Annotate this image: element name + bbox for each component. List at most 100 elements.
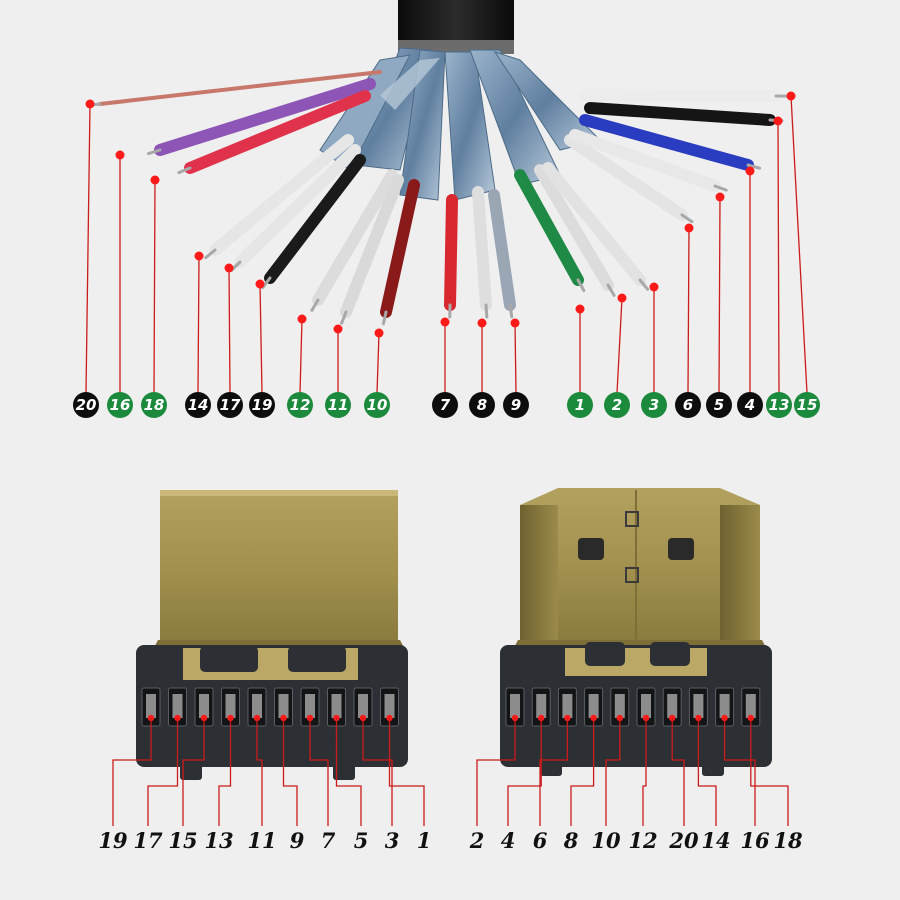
- leader-line-pin-14: [197, 255, 200, 394]
- pin-badge-label-3: 3: [649, 396, 659, 414]
- contact-pin-right-2: [510, 694, 520, 718]
- pin-badge-label-9: 9: [511, 396, 521, 414]
- conductor-tip-pin-8: [484, 303, 489, 319]
- wires-layer: [86, 70, 790, 326]
- conductor-tip-pin-4: [746, 163, 762, 170]
- conductor-tip-pin-10: [381, 310, 388, 326]
- contact-pin-left-17: [172, 694, 183, 718]
- contact-pin-left-7: [305, 694, 315, 718]
- conductor-tip-pin-14: [204, 248, 217, 260]
- marker-dot-pin-20: [85, 99, 95, 109]
- pin-badge-label-15: 15: [797, 396, 818, 414]
- marker-dot-pin-8: [477, 318, 487, 328]
- pin-badge-17: [217, 392, 243, 418]
- pin-badge-label-12: 12: [290, 396, 311, 414]
- pin-badge-label-19: 19: [252, 396, 273, 414]
- conductor-tip-pin-1: [576, 278, 586, 293]
- contact-pin-right-18: [745, 694, 756, 718]
- leader-line-pin-10: [376, 332, 380, 394]
- pin-badge-12: [287, 392, 313, 418]
- marker-dot-pin-7: [440, 317, 450, 327]
- leader-line-pin-20: [85, 103, 91, 394]
- pin-badge-label-1: 1: [575, 396, 585, 414]
- conductor-tip-pin-11: [340, 310, 348, 325]
- contact-label-left-7: 7: [321, 828, 336, 853]
- contact-leader-left-11: [256, 718, 263, 826]
- contact-leader-left-5: [335, 718, 362, 826]
- contact-pin-right-6: [562, 694, 573, 718]
- contact-leader-right-20: [671, 718, 685, 826]
- wire-pin-10: [380, 179, 420, 318]
- contact-leader-left-13: [218, 718, 232, 826]
- contact-pin-right-20: [667, 694, 678, 718]
- pin-badge-label-4: 4: [744, 396, 755, 414]
- contact-leader-right-6: [539, 718, 569, 826]
- pin-badge-15: [794, 392, 820, 418]
- pin-badge-13: [766, 392, 792, 418]
- contact-pin-left-9: [278, 694, 289, 718]
- leader-line-pin-2: [616, 297, 623, 394]
- pin-badge-20: [73, 392, 99, 418]
- wire-pin-15: [579, 89, 782, 102]
- marker-dot-pin-13: [773, 116, 783, 126]
- pin-badge-1: [567, 392, 593, 418]
- contact-label-left-9: 9: [290, 828, 305, 853]
- contact-label-left-3: 3: [385, 828, 400, 853]
- contact-leader-left-1: [388, 718, 425, 826]
- pin-badge-18: [141, 392, 167, 418]
- wire-pin-14: [209, 134, 354, 256]
- marker-dot-pin-9: [510, 318, 520, 328]
- wire-pin-5: [569, 129, 721, 192]
- contact-label-left-5: 5: [354, 828, 369, 853]
- marker-dot-pin-14: [194, 251, 204, 261]
- contact-leader-left-7: [309, 718, 329, 826]
- conductor-tip-pin-3: [638, 278, 650, 291]
- marker-dot-pin-10: [374, 328, 384, 338]
- pin-badge-10: [364, 392, 390, 418]
- leader-line-pin-15: [790, 95, 808, 394]
- pin-badge-7: [432, 392, 458, 418]
- contact-pin-right-14: [693, 694, 704, 718]
- leader-line-pin-12: [299, 318, 303, 394]
- wire-pin-13: [584, 102, 776, 126]
- contact-label-right-14: 14: [701, 828, 730, 853]
- contact-leader-right-8: [570, 718, 595, 826]
- contact-pin-left-5: [331, 694, 342, 718]
- contact-pin-left-3: [358, 694, 368, 718]
- pin-badge-6: [675, 392, 701, 418]
- wire-pin-19: [264, 154, 366, 284]
- pin-badge-11: [325, 392, 351, 418]
- connector-left: [136, 490, 408, 780]
- contact-pin-right-16: [719, 694, 730, 718]
- contact-leader-left-15: [182, 718, 205, 826]
- contact-leader-right-2: [476, 718, 516, 826]
- pin-badge-label-7: 7: [440, 396, 451, 414]
- leader-line-pin-9: [514, 322, 517, 394]
- contact-label-left-17: 17: [133, 828, 163, 853]
- pin-badge-label-2: 2: [612, 396, 622, 414]
- contact-leader-right-14: [697, 718, 717, 826]
- wire-pin-2: [534, 164, 614, 291]
- pin-badge-label-17: 17: [220, 396, 241, 414]
- contact-pin-left-11: [252, 694, 262, 718]
- contact-label-right-18: 18: [773, 828, 803, 853]
- contact-label-left-13: 13: [204, 828, 233, 853]
- wire-pin-12: [312, 169, 398, 306]
- marker-dot-pin-12: [297, 314, 307, 324]
- contact-label-right-20: 20: [668, 828, 699, 853]
- wire-pin-18: [184, 90, 371, 174]
- contact-label-left-15: 15: [168, 828, 197, 853]
- conductor-tip-pin-12: [310, 298, 320, 312]
- contact-leader-right-4: [507, 718, 542, 826]
- contact-label-right-10: 10: [591, 828, 621, 853]
- pin-badge-4: [737, 392, 763, 418]
- contact-label-right-4: 4: [501, 828, 516, 853]
- contact-leader-right-18: [750, 718, 789, 826]
- contact-pin-left-15: [199, 694, 209, 718]
- leader-line-pin-13: [777, 120, 780, 394]
- contact-pin-right-8: [588, 694, 599, 718]
- conductor-tip-pin-16: [147, 148, 162, 156]
- marker-dot-pin-11: [333, 324, 343, 334]
